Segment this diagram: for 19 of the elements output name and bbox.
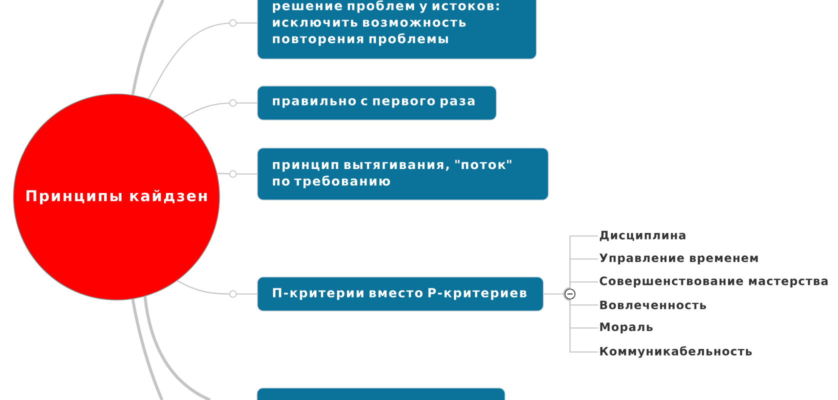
- connector-line: [177, 280, 257, 295]
- subtopic-label: Дисциплина: [600, 230, 686, 242]
- connector-line: [144, 296, 211, 400]
- topic-box: правильно с первого раза: [257, 86, 497, 120]
- subtopic-label: Коммуникабельность: [600, 346, 752, 358]
- topic-box: принцип вытягивания, "поток" по требованию: [257, 148, 549, 200]
- topic-box: [256, 388, 506, 400]
- connector-line: [148, 22, 257, 99]
- subtopic-label: Мораль: [600, 322, 653, 334]
- subtopic-label: Совершенствование мастерства: [600, 276, 828, 288]
- connector-line: [131, 0, 164, 96]
- subtopic-label: Управление временем: [600, 254, 758, 264]
- connector-line: [182, 102, 257, 118]
- connector-line: [544, 293, 598, 353]
- topic-box: П-критерии вместо Р-критериев: [257, 276, 544, 312]
- topic-box: решение проблем у истоков: исключить возможность повторения проблемы: [257, 0, 537, 60]
- subtopic-label: Вовлеченность: [600, 300, 706, 310]
- connector-line: [217, 172, 257, 175]
- connector-line: [131, 298, 164, 400]
